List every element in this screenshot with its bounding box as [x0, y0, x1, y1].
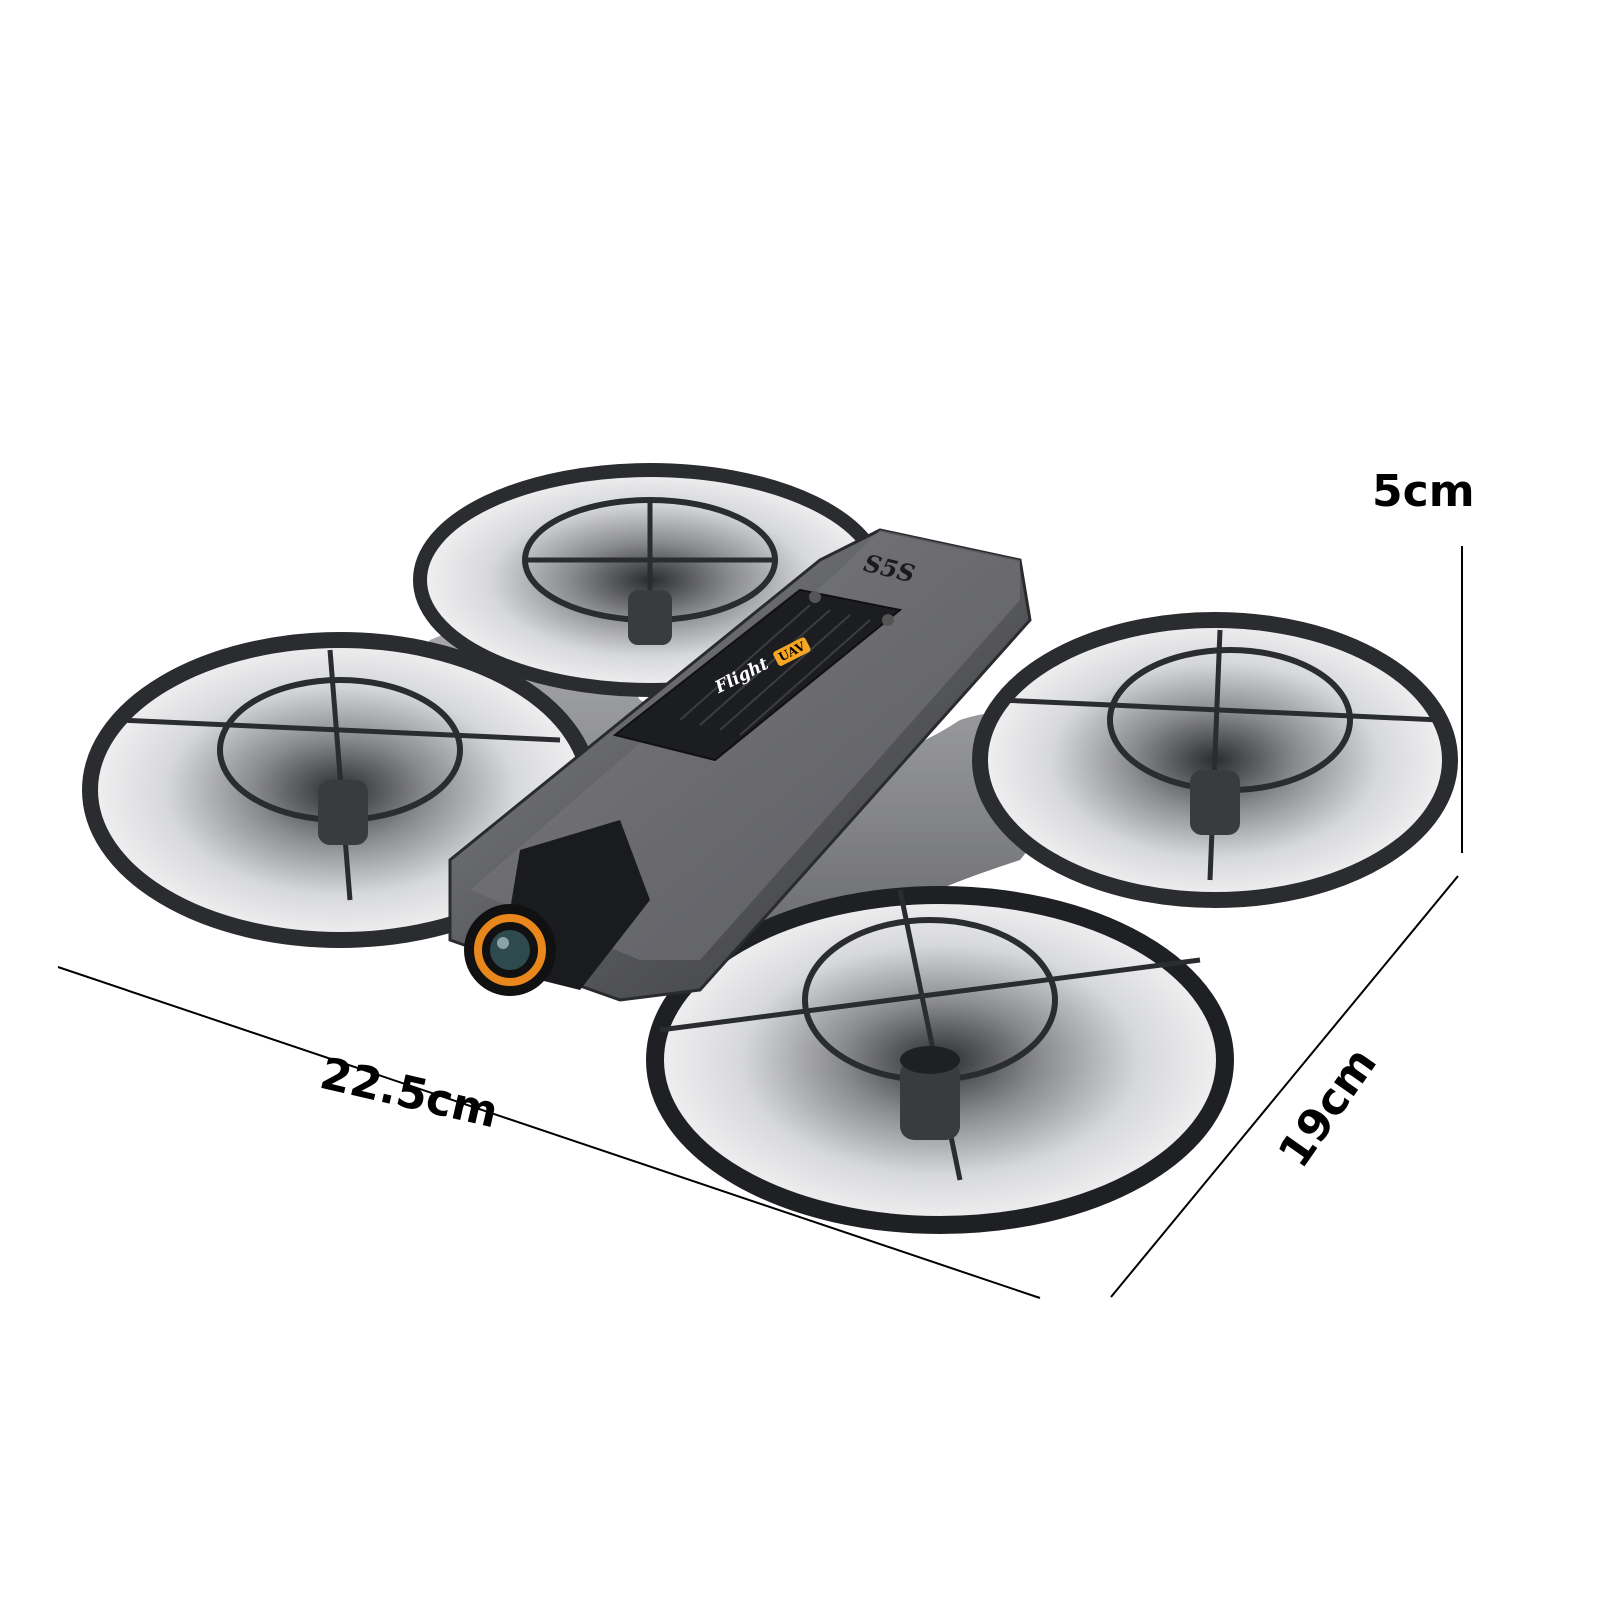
rotor-guard-back-right [972, 612, 1458, 908]
screw-icon [809, 591, 821, 603]
motor-icon [628, 590, 672, 645]
screw-icon [882, 614, 894, 626]
rotor-guard-front-right [646, 886, 1234, 1234]
motor-icon [900, 1060, 960, 1140]
motor-icon [1190, 770, 1240, 835]
depth-dimension-line [1110, 875, 1459, 1298]
lens-ring [474, 914, 546, 986]
camera-module [464, 820, 650, 996]
width-dimension-line [57, 966, 1041, 1299]
camera-lens [490, 930, 530, 970]
motor-icon [318, 780, 368, 845]
dimension-lines [57, 546, 1463, 1299]
height-dimension-label: 5cm [1372, 466, 1475, 517]
